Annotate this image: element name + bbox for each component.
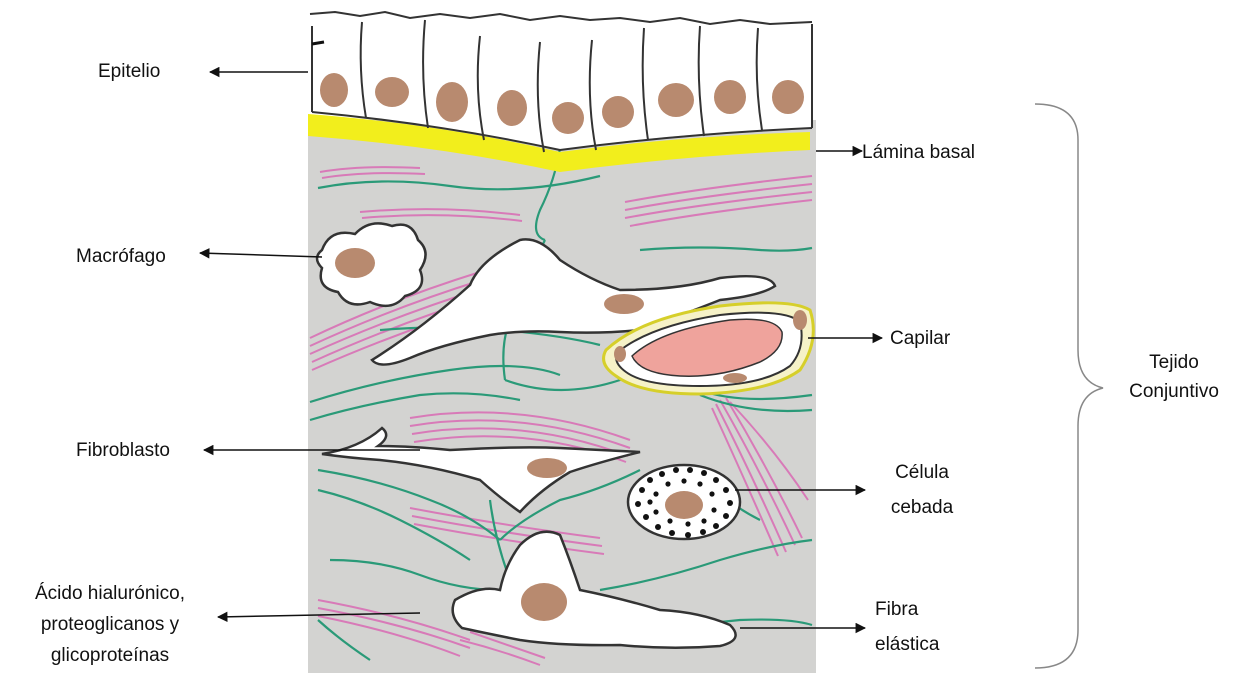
macrophage-nucleus (335, 248, 375, 278)
label-acido-line2: proteoglicanos y (4, 609, 216, 640)
label-acido-hialuronico: Ácido hialurónico, proteoglicanos y glic… (4, 578, 216, 671)
label-tejido-conjuntivo: Tejido Conjuntivo (1102, 348, 1246, 406)
label-celula-line1: Célula (872, 460, 972, 485)
label-capilar: Capilar (890, 326, 950, 351)
fibroblast-nucleus (527, 458, 567, 478)
lower-fibroblast-nucleus (521, 583, 567, 621)
endothelial-nucleus-3 (723, 373, 747, 383)
endothelial-nucleus (793, 310, 807, 330)
epithelium-fragment (312, 42, 324, 44)
label-fibra-line1: Fibra (875, 597, 939, 622)
upper-fibroblast-nucleus (604, 294, 644, 314)
label-epitelio: Epitelio (98, 59, 160, 84)
label-acido-line1: Ácido hialurónico, (4, 578, 216, 609)
mast-cell (628, 465, 740, 539)
endothelial-nucleus-2 (614, 346, 626, 362)
label-acido-line3: glicoproteínas (4, 640, 216, 671)
label-tejido-line1: Tejido (1102, 348, 1246, 377)
arrow-macrofago (200, 253, 322, 257)
label-celula-cebada: Célula cebada (872, 460, 972, 520)
label-fibra-line2: elástica (875, 632, 939, 657)
connective-tissue-brace (1035, 104, 1103, 668)
label-macrofago: Macrófago (76, 244, 166, 269)
label-lamina-basal: Lámina basal (862, 140, 975, 165)
label-fibra-elastica: Fibra elástica (875, 597, 939, 657)
mast-cell-nucleus (665, 491, 703, 519)
label-tejido-line2: Conjuntivo (1102, 377, 1246, 406)
label-celula-line2: cebada (872, 495, 972, 520)
label-fibroblasto: Fibroblasto (76, 438, 170, 463)
